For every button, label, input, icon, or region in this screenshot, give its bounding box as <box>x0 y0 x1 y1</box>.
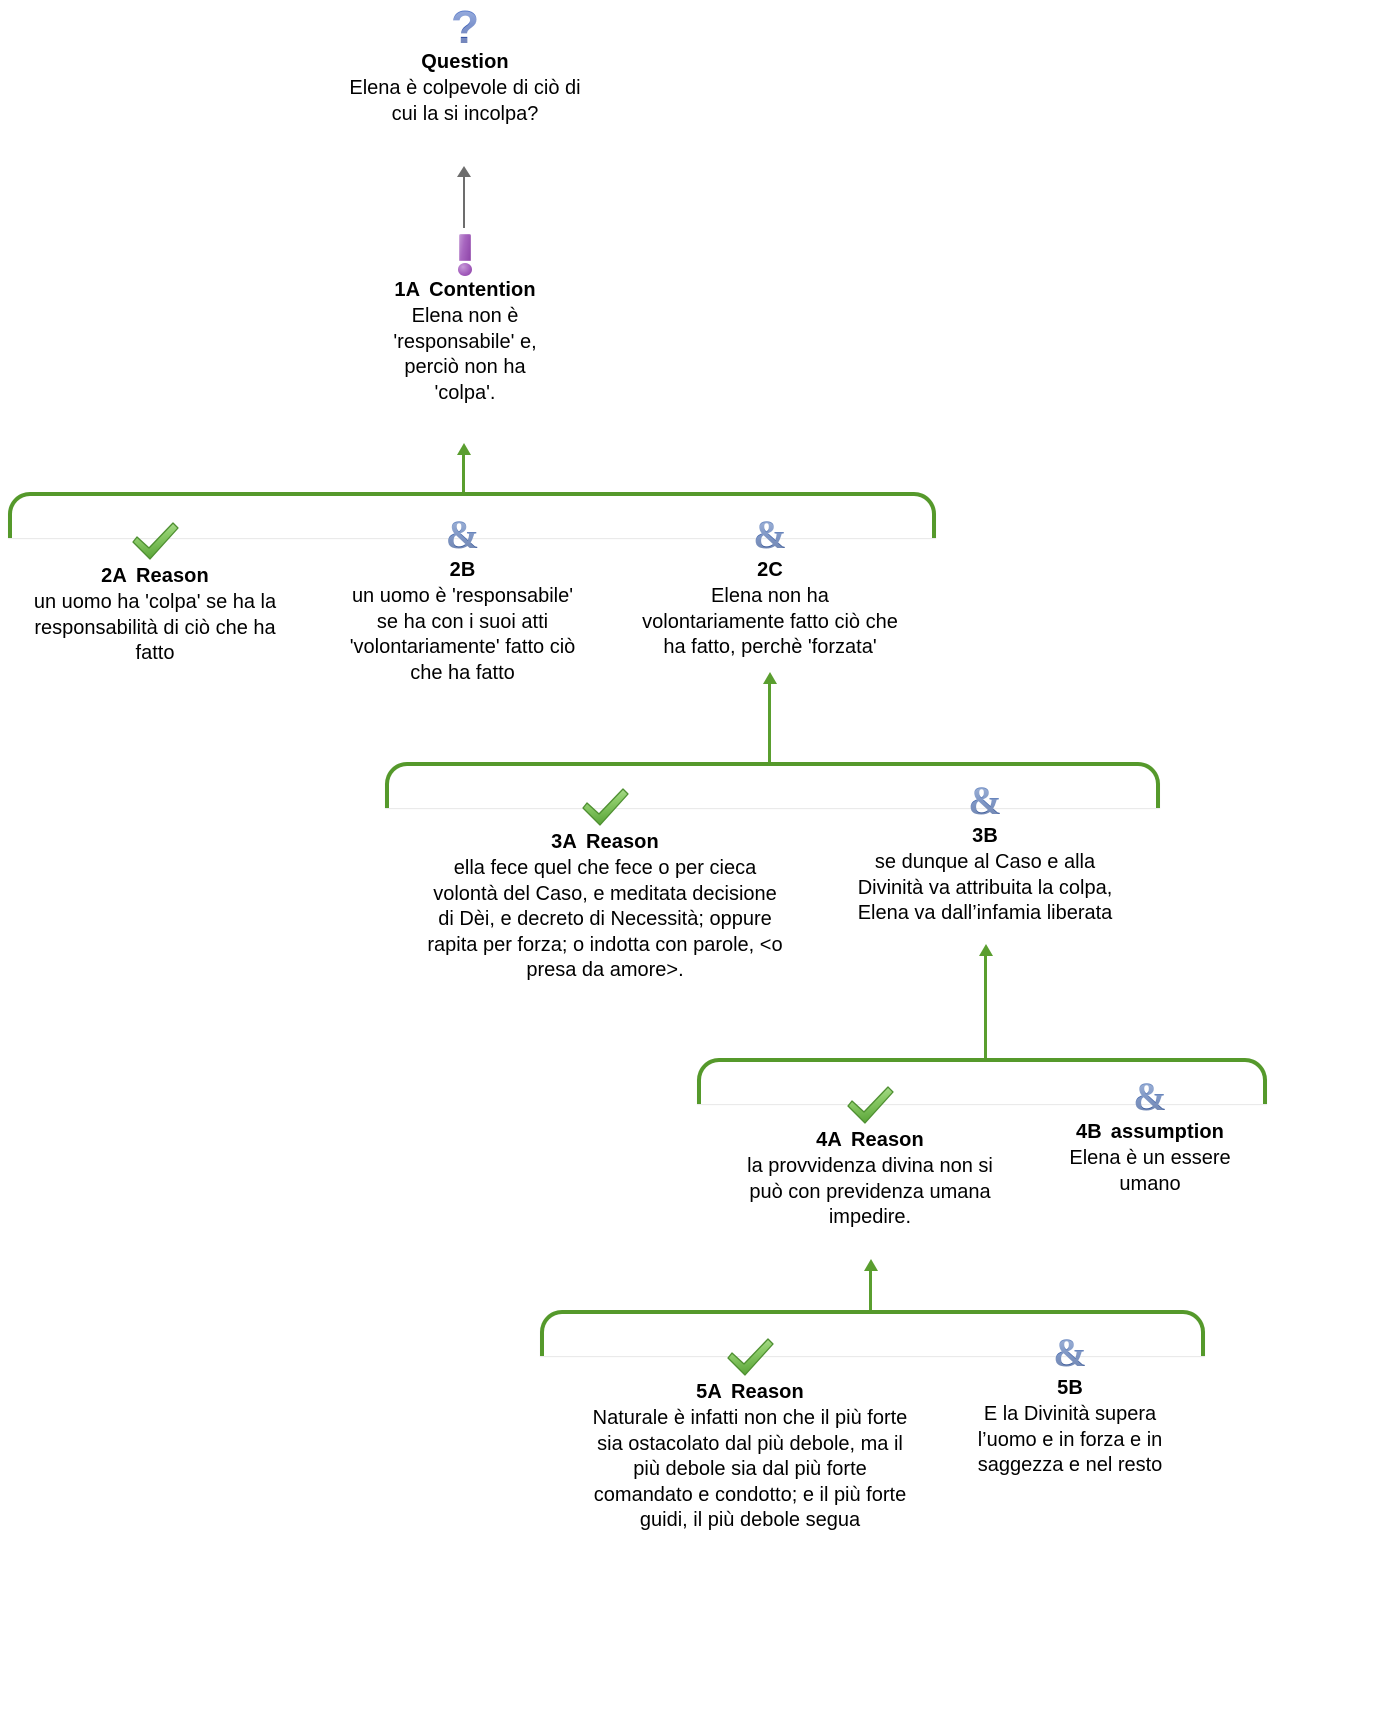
node-5a-text: Naturale è infatti non che il più forte … <box>592 1407 908 1532</box>
node-2b-text: un uomo è 'responsabile' se ha con i suo… <box>349 585 576 684</box>
line-level3-to-2c <box>768 683 771 765</box>
line-level5-to-4a <box>869 1270 872 1314</box>
question-mark-icon: ? <box>450 1 480 53</box>
node-4a-text: la provvidenza divina non si può con pre… <box>747 1155 993 1229</box>
node-5b-premise[interactable]: & 5B E la Divinità supera l’uomo e in fo… <box>945 1330 1195 1479</box>
node-4b-label: assumption <box>1110 1121 1225 1143</box>
node-4b-number: 4B <box>1075 1121 1102 1143</box>
node-2a-label: Reason <box>135 565 209 587</box>
green-check-icon <box>550 1334 950 1380</box>
node-2a-heading: 2A Reason <box>10 565 300 588</box>
line-level4-to-3b <box>984 955 987 1061</box>
node-2b-number: 2B <box>449 559 476 581</box>
node-2a-number: 2A <box>101 565 127 587</box>
node-3b-premise[interactable]: & 3B se dunque al Caso e alla Divinità v… <box>830 778 1140 927</box>
node-2c-premise[interactable]: & 2C Elena non ha volontariamente fatto … <box>620 512 920 661</box>
node-5a-heading: 5A Reason <box>550 1381 950 1404</box>
node-2c-heading: 2C <box>620 559 920 582</box>
green-check-icon <box>10 518 300 564</box>
node-2b-premise[interactable]: & 2B un uomo è 'responsabile' se ha con … <box>325 512 600 686</box>
node-5b-heading: 5B <box>945 1377 1195 1400</box>
node-3a-label: Reason <box>585 831 659 853</box>
line-level2-to-1a <box>462 454 465 496</box>
node-2c-number: 2C <box>757 559 783 581</box>
arrow-contention-to-question <box>457 166 471 177</box>
node-question-label: Question <box>315 51 615 74</box>
node-question-text: Elena è colpevole di ciò di cui la si in… <box>349 77 581 125</box>
node-2a-text: un uomo ha 'colpa' se ha la responsabili… <box>33 591 277 665</box>
node-3a-text: ella fece quel che fece o per cieca volo… <box>427 857 783 982</box>
node-question[interactable]: ? Question Elena è colpevole di ciò di c… <box>315 4 615 127</box>
node-3b-number: 3B <box>972 825 998 847</box>
ampersand-icon: & <box>1053 1330 1087 1375</box>
node-5a-number: 5A <box>696 1381 722 1403</box>
node-4b-assumption[interactable]: & 4B assumption Elena è un essere umano <box>1035 1074 1265 1197</box>
node-3b-text: se dunque al Caso e alla Divinità va att… <box>857 851 1113 925</box>
node-3a-number: 3A <box>551 831 577 853</box>
node-1a-number: 1A <box>394 279 421 301</box>
node-3a-heading: 3A Reason <box>395 831 815 854</box>
node-5a-label: Reason <box>730 1381 804 1403</box>
node-3a-reason[interactable]: 3A Reason ella fece quel che fece o per c… <box>395 784 815 984</box>
arrow-level3-to-2c <box>763 672 777 684</box>
ampersand-icon: & <box>968 778 1002 823</box>
node-2a-reason[interactable]: 2A Reason un uomo ha 'colpa' se ha la res… <box>10 518 300 667</box>
node-1a-label: Contention <box>429 279 536 301</box>
arrow-level4-to-3b <box>979 944 993 956</box>
ampersand-icon: & <box>1133 1074 1167 1119</box>
green-check-icon <box>715 1082 1025 1128</box>
arrow-level2-to-1a <box>457 443 471 455</box>
exclamation-mark-icon <box>345 232 585 278</box>
node-5b-number: 5B <box>1057 1377 1083 1399</box>
node-5a-reason[interactable]: 5A Reason Naturale è infatti non che il p… <box>550 1334 950 1534</box>
node-1a-heading: 1A Contention <box>345 279 585 302</box>
node-5b-text: E la Divinità supera l’uomo e in forza e… <box>977 1403 1163 1477</box>
ampersand-icon: & <box>753 512 787 557</box>
node-1a-contention[interactable]: 1A Contention Elena non è 'responsabile' … <box>345 232 585 406</box>
node-4b-text: Elena è un essere umano <box>1069 1147 1231 1195</box>
node-4a-heading: 4A Reason <box>715 1129 1025 1152</box>
node-4b-heading: 4B assumption <box>1035 1121 1265 1144</box>
node-1a-text: Elena non è 'responsabile' e, perciò non… <box>393 305 537 404</box>
node-4a-reason[interactable]: 4A Reason la provvidenza divina non si pu… <box>715 1082 1025 1231</box>
green-check-icon <box>395 784 815 830</box>
ampersand-icon: & <box>445 512 480 557</box>
node-2b-heading: 2B <box>325 559 600 582</box>
node-4a-label: Reason <box>850 1129 924 1151</box>
node-4a-number: 4A <box>816 1129 842 1151</box>
arrow-level5-to-4a <box>864 1259 878 1271</box>
node-2c-text: Elena non ha volontariamente fatto ciò c… <box>642 585 898 659</box>
node-question-label-text: Question <box>421 51 509 73</box>
node-3b-heading: 3B <box>830 825 1140 848</box>
line-contention-to-question <box>463 176 465 228</box>
